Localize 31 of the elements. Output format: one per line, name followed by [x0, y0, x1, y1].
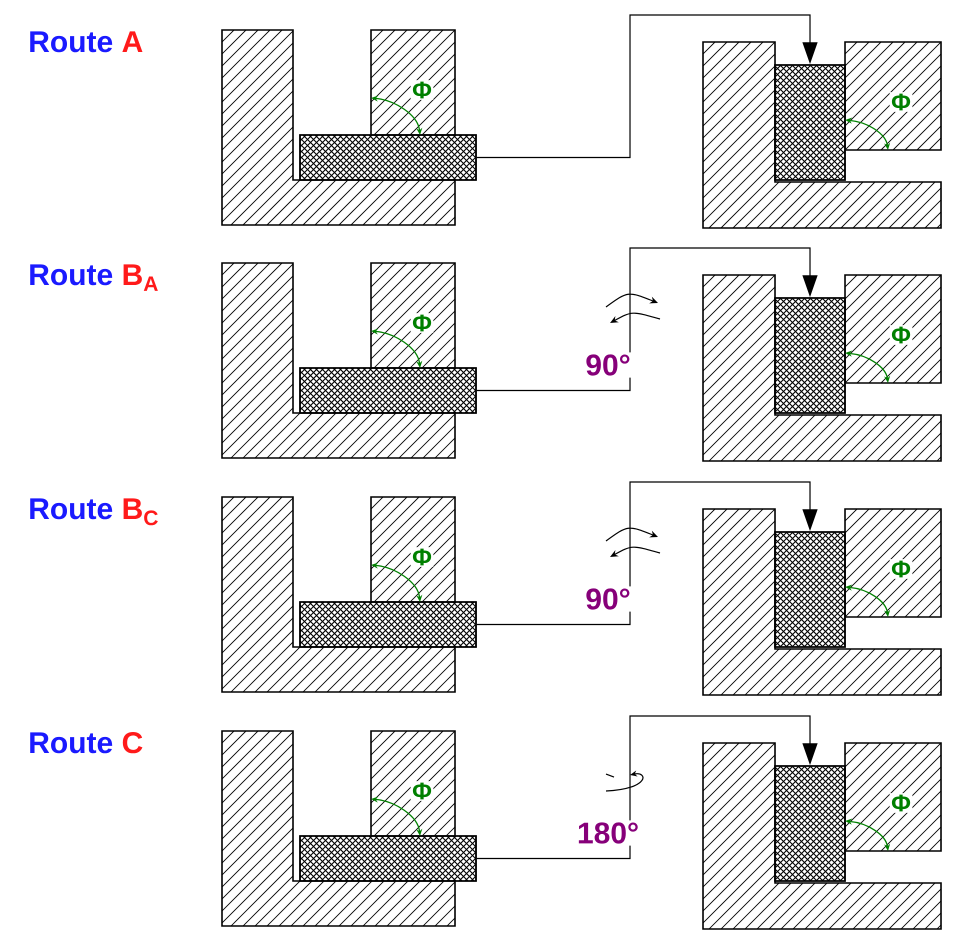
edge-label: 180° — [578, 822, 638, 844]
angle-label: Φ — [412, 548, 432, 566]
arrow — [476, 715, 818, 860]
edge-label: 90° — [586, 354, 630, 376]
arrow — [476, 247, 818, 392]
route-letter: C — [122, 732, 142, 754]
angle-label: Φ — [892, 560, 910, 578]
angle-label: Φ — [892, 794, 910, 812]
route-label: Route — [30, 732, 112, 754]
arrow — [476, 14, 818, 158]
billet — [774, 297, 846, 414]
angle-label: Φ — [892, 326, 910, 344]
angle-label: Φ — [892, 94, 910, 110]
route-label: Route — [30, 31, 112, 52]
billet — [774, 64, 846, 181]
billet — [774, 765, 846, 882]
arrow — [476, 481, 818, 626]
route-label: Route — [30, 264, 112, 286]
route-letter: B$_{C}$ — [124, 498, 158, 526]
billet — [299, 367, 477, 414]
billet — [299, 835, 477, 882]
billet — [774, 531, 846, 648]
edge-label: 90° — [586, 588, 630, 610]
angle-label: Φ — [412, 314, 432, 332]
route-label: Route — [30, 498, 112, 520]
route-letter: B$_{A}$ — [124, 264, 158, 291]
billet — [299, 601, 477, 648]
billet — [299, 134, 477, 181]
angle-label: Φ — [412, 782, 432, 800]
route-letter: A — [122, 31, 142, 52]
angle-label: Φ — [412, 82, 432, 98]
